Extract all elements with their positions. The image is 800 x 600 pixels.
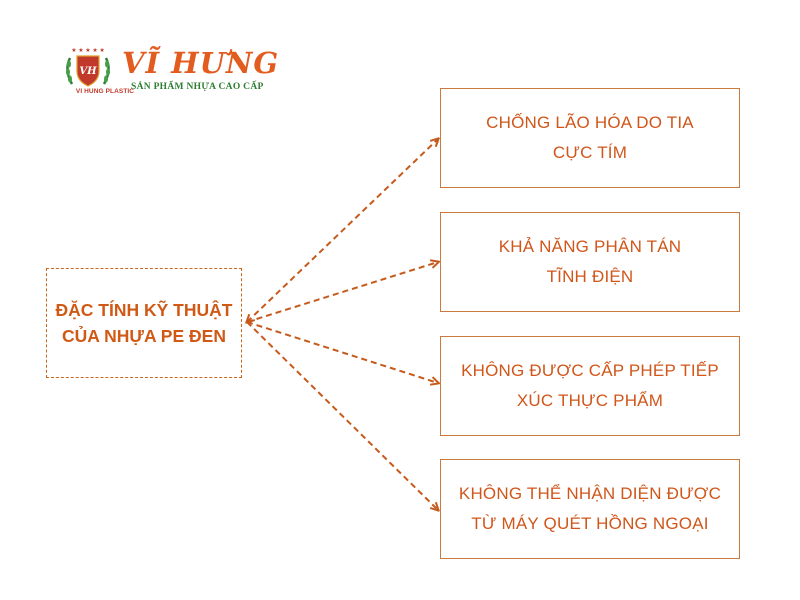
target-node-label: CHỐNG LÃO HÓA DO TIA CỰC TÍM [486,113,694,162]
target-node-label: KHẢ NĂNG PHÂN TÁN TĨNH ĐIỆN [498,237,682,286]
target-node-4: KHÔNG THỂ NHẬN DIỆN ĐƯỢC TỪ MÁY QUÉT HỒN… [440,459,740,559]
target-node-1: CHỐNG LÃO HÓA DO TIA CỰC TÍM [440,88,740,188]
arrow-to-target-1 [247,139,438,322]
brand-tagline: SẢN PHẨM NHỰA CAO CẤP [131,82,264,92]
arrow-to-target-4 [246,321,438,510]
center-node: ĐẶC TÍNH KỸ THUẬT CỦA NHỰA PE ĐEN [46,268,242,378]
brand-logo: ★ ★ ★ ★ ★ VH VI HUNG PLASTIC VĨ HƯNG SẢN… [60,44,290,104]
brand-name: VĨ HƯNG [122,46,280,80]
svg-text:★ ★ ★ ★ ★: ★ ★ ★ ★ ★ [71,47,105,54]
arrow-to-target-3 [246,321,438,383]
target-node-3: KHÔNG ĐƯỢC CẤP PHÉP TIẾP XÚC THỰC PHẨM [440,336,740,436]
svg-text:VH: VH [79,66,97,77]
shield-emblem-icon: ★ ★ ★ ★ ★ VH [66,47,110,87]
target-node-label: KHÔNG ĐƯỢC CẤP PHÉP TIẾP XÚC THỰC PHẨM [461,361,719,410]
center-node-label: ĐẶC TÍNH KỸ THUẬT CỦA NHỰA PE ĐEN [55,300,233,346]
target-node-label: KHÔNG THỂ NHẬN DIỆN ĐƯỢC TỪ MÁY QUÉT HỒN… [458,484,722,533]
target-node-2: KHẢ NĂNG PHÂN TÁN TĨNH ĐIỆN [440,212,740,312]
emblem-caption: VI HUNG PLASTIC [75,88,135,95]
arrow-to-target-2 [246,262,438,323]
